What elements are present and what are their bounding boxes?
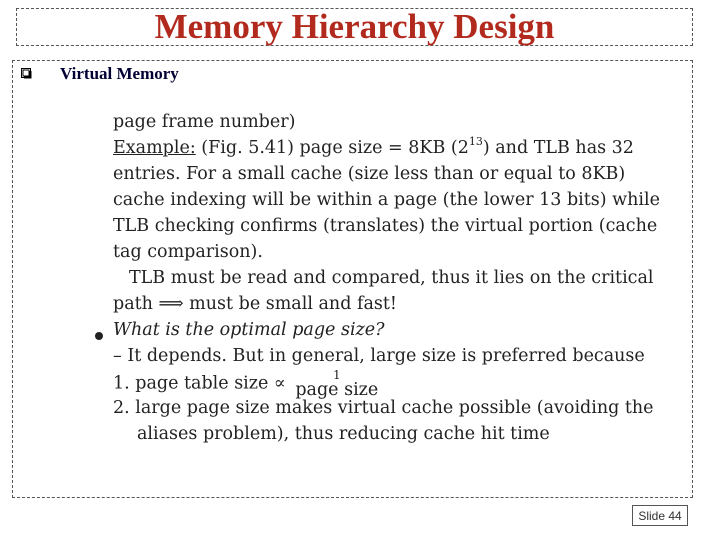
section-label: Virtual Memory (60, 64, 179, 83)
title-frame: Memory Hierarchy Design (16, 8, 693, 46)
text-line: 2. large page size makes virtual cache p… (113, 398, 654, 418)
text-line: entries. For a small cache (size less th… (113, 164, 626, 184)
checkbox-bullet-icon (21, 68, 32, 79)
text-line: aliases problem), thus reducing cache hi… (137, 424, 550, 444)
slide-number: Slide 44 (632, 505, 688, 526)
text-line: TLB checking confirms (translates) the v… (113, 216, 658, 236)
scanned-text-block: page frame number) Example: (Fig. 5.41) … (113, 109, 660, 447)
implies-arrow: ⟹ (158, 294, 184, 314)
question-line: What is the optimal page size? (113, 320, 385, 340)
content-frame (12, 60, 693, 498)
text-line: tag comparison). (113, 242, 263, 262)
text-line: Example: (Fig. 5.41) page size = 8KB (21… (113, 135, 634, 158)
example-label: Example: (113, 138, 196, 158)
text-line: TLB must be read and compared, thus it l… (129, 268, 654, 288)
round-bullet-icon (95, 332, 103, 340)
text-line: page frame number) (113, 112, 296, 132)
text-line: – It depends. But in general, large size… (113, 346, 645, 366)
text-line: path ⟹ must be small and fast! (113, 294, 397, 314)
slide-title: Memory Hierarchy Design (154, 7, 555, 46)
text-line: cache indexing will be within a page (th… (113, 190, 660, 210)
